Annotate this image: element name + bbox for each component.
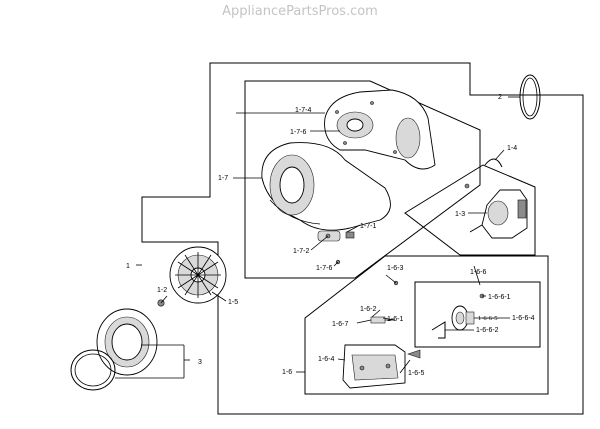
watermark-text: AppliancePartsPros.com (222, 4, 378, 19)
label-1-6-2: 1-6-2 (360, 306, 376, 313)
label-1-6-7: 1-6-7 (332, 321, 348, 328)
label-1-7-2: 1-7-2 (293, 248, 309, 255)
motor-clip-1-4 (484, 158, 503, 168)
duct-gasket-inner (74, 353, 112, 387)
housing-bracket-1-7-2 (317, 230, 341, 242)
label-1-7-1: 1-7-1 (360, 223, 376, 230)
group-1-3-boundary (404, 164, 536, 256)
arrow-1-6-5 (407, 349, 421, 359)
label-1-2: 1-2 (157, 287, 167, 294)
group-1-6-boundary (304, 255, 549, 395)
blower-fan-wheel (169, 246, 227, 304)
label-1: 1 (126, 263, 130, 270)
housing-clip-1-7-1 (345, 231, 355, 239)
label-1-5: 1-5 (228, 299, 238, 306)
label-1-6-4: 1-6-4 (318, 356, 334, 363)
duct-gasket (70, 349, 116, 391)
idler-bracket (342, 344, 406, 389)
label-1-7: 1-7 (218, 175, 228, 182)
group-1-7-boundary (244, 80, 481, 279)
label-1-6-1: 1-6-1 (387, 316, 403, 323)
label-1-6: 1-6 (282, 369, 292, 376)
blower-duct-ring (96, 308, 158, 376)
label-1-6-6: 1-6-6 (470, 269, 486, 276)
leader-lines (115, 96, 520, 379)
label-1-6-6-1: 1-6-6-1 (488, 294, 511, 301)
idler-pulley (431, 293, 485, 339)
callout-labels: 1-7-4 1-7-6 1-7 1-7-1 1-7-2 1-7-6 1 1-2 … (126, 94, 535, 377)
assembly-1-boundary (141, 62, 584, 415)
label-1-7-6-lower: 1-7-6 (316, 265, 332, 272)
drive-belt (519, 74, 541, 120)
label-1-6-6-2: 1-6-6-2 (476, 327, 499, 334)
label-1-6-6-4: 1-6-6-4 (512, 315, 535, 322)
motor-screw (464, 183, 470, 189)
label-3: 3 (198, 359, 202, 366)
label-1-3: 1-3 (455, 211, 465, 218)
blower-housing (261, 142, 391, 231)
drive-motor (469, 189, 528, 239)
label-2: 2 (498, 94, 502, 101)
label-1-7-4: 1-7-4 (295, 107, 311, 114)
label-1-6-3: 1-6-3 (387, 265, 403, 272)
label-1-6-5: 1-6-5 (408, 370, 424, 377)
label-1-7-6-upper: 1-7-6 (290, 129, 306, 136)
blower-housing-cover (324, 89, 436, 170)
label-1-6-6-5: 1-6-6-5 (478, 315, 498, 322)
group-1-6-6-boundary (414, 281, 541, 348)
label-1-4: 1-4 (507, 145, 517, 152)
